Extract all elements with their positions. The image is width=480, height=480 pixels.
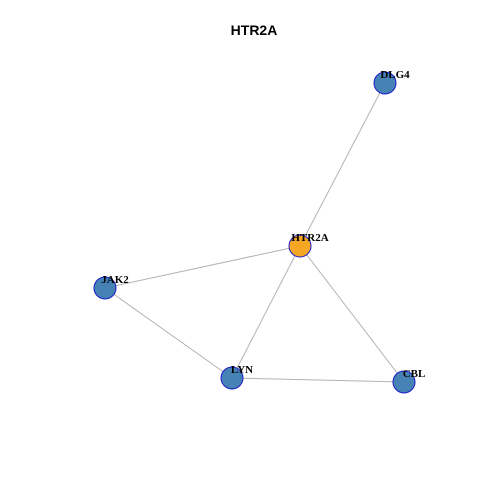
- node-label-cbl: CBL: [403, 368, 426, 380]
- edge-htr2a-jak2: [104, 245, 301, 289]
- node-cbl: CBL: [392, 368, 426, 394]
- node-lyn: LYN: [220, 364, 253, 390]
- edge-lyn-cbl: [231, 377, 405, 383]
- node-label-dlg4: DLG4: [380, 69, 410, 81]
- edge-htr2a-cbl: [299, 245, 405, 383]
- node-circle-dlg4: [373, 71, 397, 95]
- diagram-title: HTR2A: [231, 22, 278, 38]
- node-circle-htr2a: [288, 234, 312, 258]
- node-label-lyn: LYN: [231, 364, 253, 376]
- node-label-jak2: JAK2: [101, 274, 129, 286]
- node-dlg4: DLG4: [373, 69, 410, 95]
- node-circle-jak2: [93, 276, 117, 300]
- edge-htr2a-dlg4: [299, 82, 386, 247]
- node-label-htr2a: HTR2A: [291, 232, 328, 244]
- edge-htr2a-lyn: [231, 245, 301, 379]
- node-htr2a: HTR2A: [288, 232, 329, 258]
- node-jak2: JAK2: [93, 274, 129, 300]
- edge-jak2-lyn: [104, 287, 233, 379]
- node-circle-cbl: [392, 370, 416, 394]
- edges-layer: [104, 82, 405, 383]
- node-circle-lyn: [220, 366, 244, 390]
